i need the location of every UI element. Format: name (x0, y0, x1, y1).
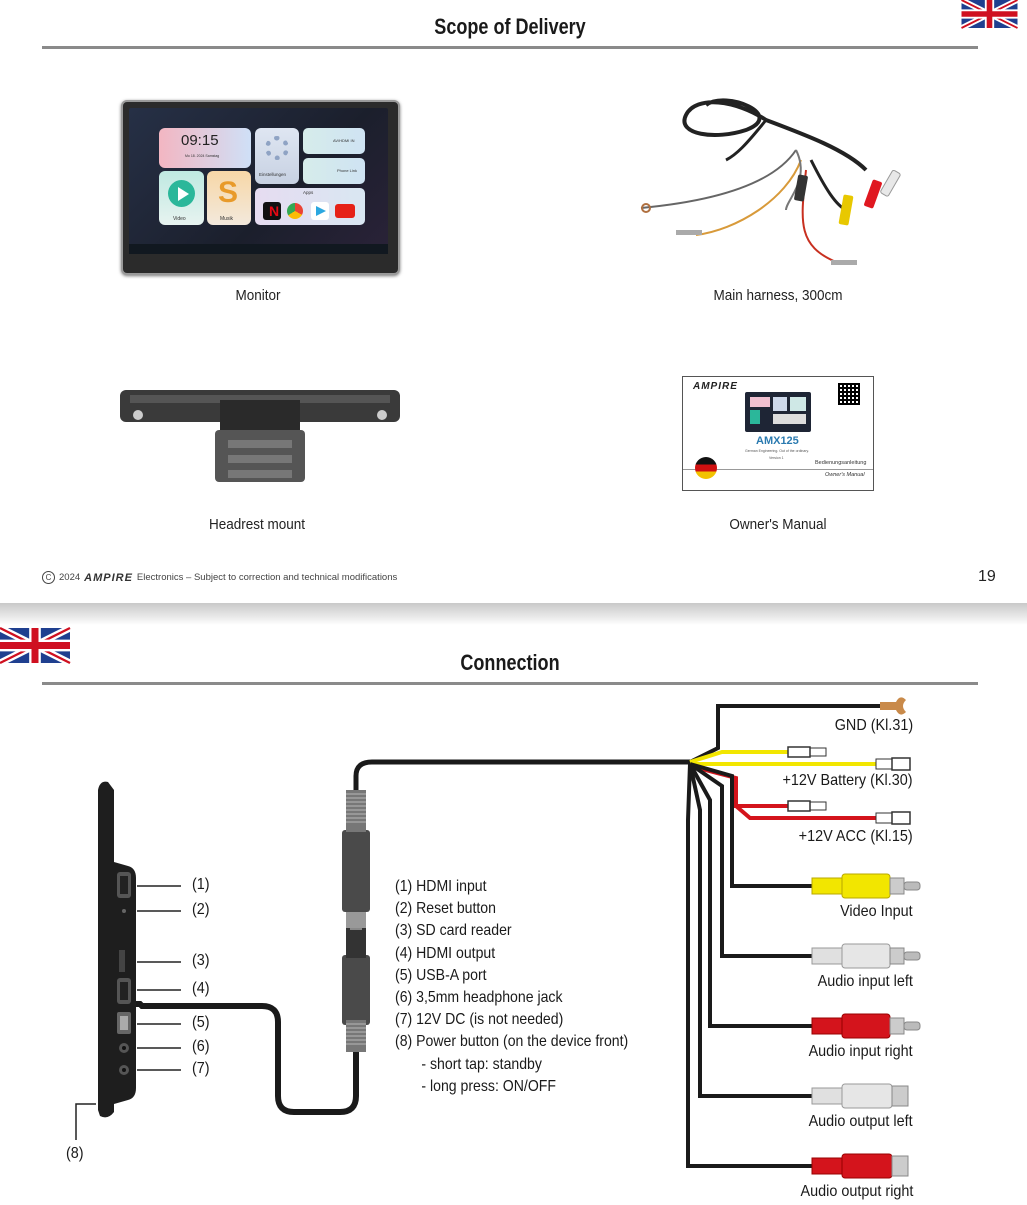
page-divider (0, 603, 1027, 625)
footer: C 2024 AMPIRE Electronics – Subject to c… (42, 571, 397, 584)
legend-item: (5) USB-A port (395, 966, 487, 984)
legend-item: (2) Reset button (395, 900, 496, 918)
legend-item: (8) Power button (on the device front) (395, 1033, 629, 1051)
label-audio-input-left: Audio input left (817, 973, 913, 990)
port-label-2: (2) (192, 901, 210, 918)
label-acc: +12V ACC (Kl.15) (798, 828, 913, 845)
monitor-image: 09:15 Mo 18. 2024 Samstag Video S Musik … (121, 100, 400, 275)
av-tile: AV/HDMI IN (303, 128, 365, 154)
german-flag-icon (695, 457, 717, 479)
manual-title-de: Bedienungsanleitung (815, 460, 867, 466)
title-rule-bottom (42, 682, 978, 685)
caption-manual: Owner's Manual (729, 516, 827, 533)
rca-video-input (811, 873, 921, 899)
rca-audio-output-left (811, 1083, 909, 1109)
tile-label-phonelink: Phone Link (337, 168, 358, 173)
rca-audio-output-right (811, 1153, 909, 1179)
port-legend: (1) HDMI input (2) Reset button (3) SD c… (395, 876, 628, 1098)
port-label-5: (5) (192, 1014, 210, 1031)
owners-manual-image: AMPIRE AMX125 German Engineering. Out of… (682, 376, 874, 491)
port-label-6: (6) (192, 1038, 210, 1055)
legend-item: (4) HDMI output (395, 944, 496, 962)
port-label-7: (7) (192, 1060, 210, 1077)
settings-tile: Einstellungen (255, 128, 299, 184)
manual-brand: AMPIRE (693, 381, 738, 392)
harness-image (640, 98, 901, 265)
tile-label-settings: Einstellungen (259, 172, 287, 177)
clock-date: Mo 18. 2024 Samstag (185, 154, 220, 158)
uk-flag-icon-bottom (0, 624, 72, 667)
label-video-input: Video Input (840, 903, 913, 920)
cable-connector-top (342, 790, 370, 928)
manual-version: Version 1 (769, 456, 784, 460)
caption-headrest: Headrest mount (208, 516, 306, 533)
footer-brand: AMPIRE (84, 571, 133, 584)
tile-label-av: AV/HDMI IN (333, 138, 355, 143)
manual-title-en: Owner's Manual (825, 472, 865, 478)
apps-tile: Apps N (255, 188, 365, 225)
caption-monitor: Monitor (235, 287, 281, 304)
headrest-mount-image (120, 390, 400, 482)
title-rule (42, 46, 978, 49)
legend-subitem: - short tap: standby (421, 1055, 542, 1073)
port-label-1: (1) (192, 876, 210, 893)
tile-label-apps: Apps (303, 190, 314, 195)
page-number: 19 (978, 568, 996, 585)
footer-year: 2024 (59, 572, 81, 583)
label-audio-output-left: Audio output left (808, 1113, 913, 1130)
label-gnd: GND (Kl.31) (834, 717, 913, 734)
gear-icon (265, 136, 289, 160)
page-title-connection: Connection (460, 650, 560, 675)
legend-item: (6) 3,5mm headphone jack (395, 989, 563, 1007)
manual-tagline: German Engineering. Out of the ordinary. (745, 449, 809, 453)
label-battery: +12V Battery (Kl.30) (782, 772, 913, 789)
cable-connector-bottom (342, 916, 370, 1052)
rca-audio-input-right (811, 1013, 921, 1039)
rca-audio-input-left (811, 943, 921, 969)
legend-subitem: - long press: ON/OFF (421, 1077, 556, 1095)
copyright-icon: C (42, 571, 55, 584)
phonelink-tile: Phone Link (303, 158, 365, 184)
clock-tile: 09:15 Mo 18. 2024 Samstag (159, 128, 251, 168)
port-label-3: (3) (192, 952, 210, 969)
clock-time: 09:15 (181, 132, 219, 149)
music-tile: S Musik (207, 171, 251, 225)
port-label-4: (4) (192, 980, 210, 997)
label-audio-output-right: Audio output right (800, 1183, 913, 1200)
legend-item: (1) HDMI input (395, 878, 487, 895)
video-tile: Video (159, 171, 204, 225)
qr-code-icon (838, 383, 860, 405)
legend-item: (7) 12V DC (is not needed) (395, 1011, 564, 1029)
tile-label-music: Musik (220, 216, 234, 222)
label-audio-input-right: Audio input right (808, 1043, 913, 1060)
footer-text: Electronics – Subject to correction and … (136, 572, 398, 583)
uk-flag-icon (960, 0, 1019, 31)
manual-model: AMX125 (756, 435, 799, 447)
tile-label-video: Video (173, 216, 186, 222)
legend-item: (3) SD card reader (395, 922, 512, 940)
port-label-8: (8) (66, 1145, 84, 1162)
caption-harness: Main harness, 300cm (713, 287, 843, 304)
page-title-scope: Scope of Delivery (434, 14, 586, 39)
